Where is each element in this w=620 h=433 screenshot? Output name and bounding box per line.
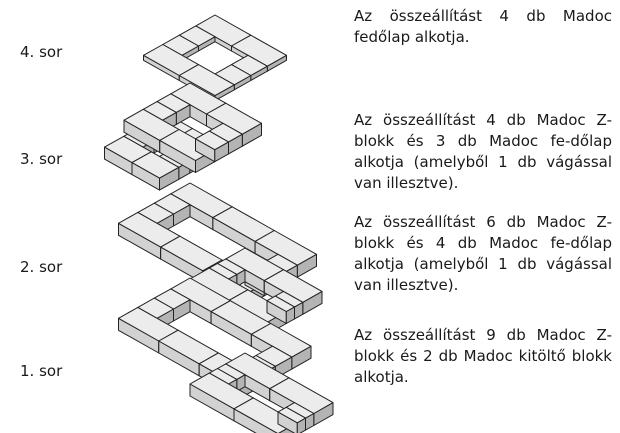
layer-4-cap-frame (143, 14, 287, 102)
isometric-block-drawing (104, 14, 334, 433)
block-top (131, 151, 180, 179)
row-label-2: 2. sor (20, 258, 63, 276)
row-label-3: 3. sor (20, 150, 63, 168)
row-label-4: 4. sor (20, 43, 63, 61)
row-label-1: 1. sor (20, 362, 63, 380)
row-description-4: Az összeállítást 4 db Madoc fedőlap alko… (354, 7, 612, 46)
row-description-2: Az összeállítást 6 db Madoc Z-blokk és 4… (354, 213, 612, 294)
row-description-1: Az összeállítást 9 db Madoc Z-blokk és 2… (354, 326, 612, 386)
block-top (178, 64, 235, 97)
block-top (277, 406, 306, 424)
block-top (266, 295, 295, 312)
layer-3-assembly (104, 82, 262, 191)
block-top (195, 130, 229, 151)
layer-1-assembly (118, 277, 334, 433)
layer-2-assembly (118, 182, 323, 335)
row-description-3: Az összeállítást 4 db Madoc Z-blokk és 3… (354, 111, 612, 192)
